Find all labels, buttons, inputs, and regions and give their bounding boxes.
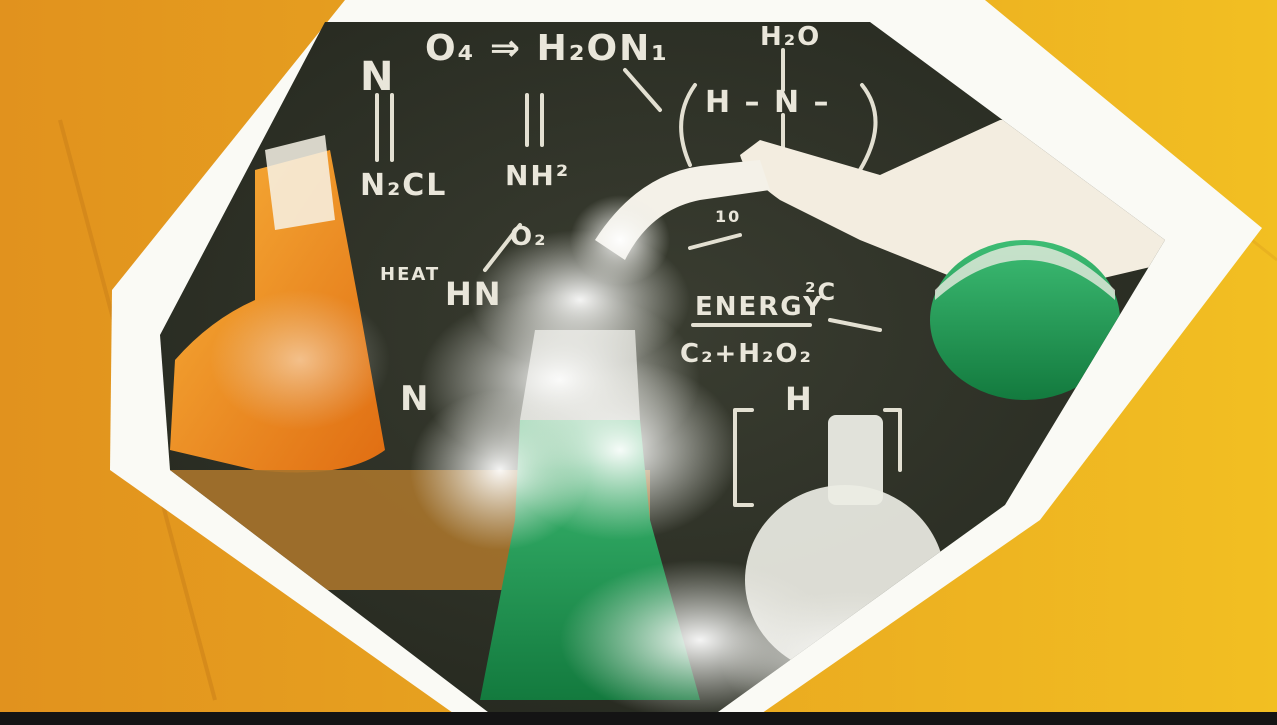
vapor-cloud [210, 195, 980, 725]
chalk-text-n2cl: N₂CL [360, 168, 447, 203]
green-round-flask [930, 240, 1120, 400]
chalk-text-reaction: O₄ ⇒ H₂ON₁ [425, 28, 669, 69]
chalk-text-10: 10 [715, 207, 741, 226]
chalk-text-nh2: NH² [505, 159, 570, 192]
chalk-text-water: H₂O [760, 22, 821, 52]
chalk-text-h: H [785, 380, 814, 418]
chalk-text-2c: ²C [805, 278, 837, 306]
round-flask-neck [828, 415, 883, 505]
bottom-bar [0, 712, 1277, 725]
chalk-text-heat: HEAT [380, 264, 440, 285]
chalk-text-hn: H – N – [705, 85, 831, 120]
green-round-flask-top [935, 245, 1115, 300]
chalk-text-hn2: HN [445, 275, 503, 313]
orange-flask-neck [265, 135, 335, 230]
chalk-text-o2: O₂ [510, 222, 548, 252]
chalk-text-equation: C₂+H₂O₂ [680, 339, 813, 369]
chalk-text-energy: ENERGY [695, 292, 824, 322]
chalk-text-n3: N [400, 379, 430, 419]
chalk-text-n: N [360, 54, 395, 100]
